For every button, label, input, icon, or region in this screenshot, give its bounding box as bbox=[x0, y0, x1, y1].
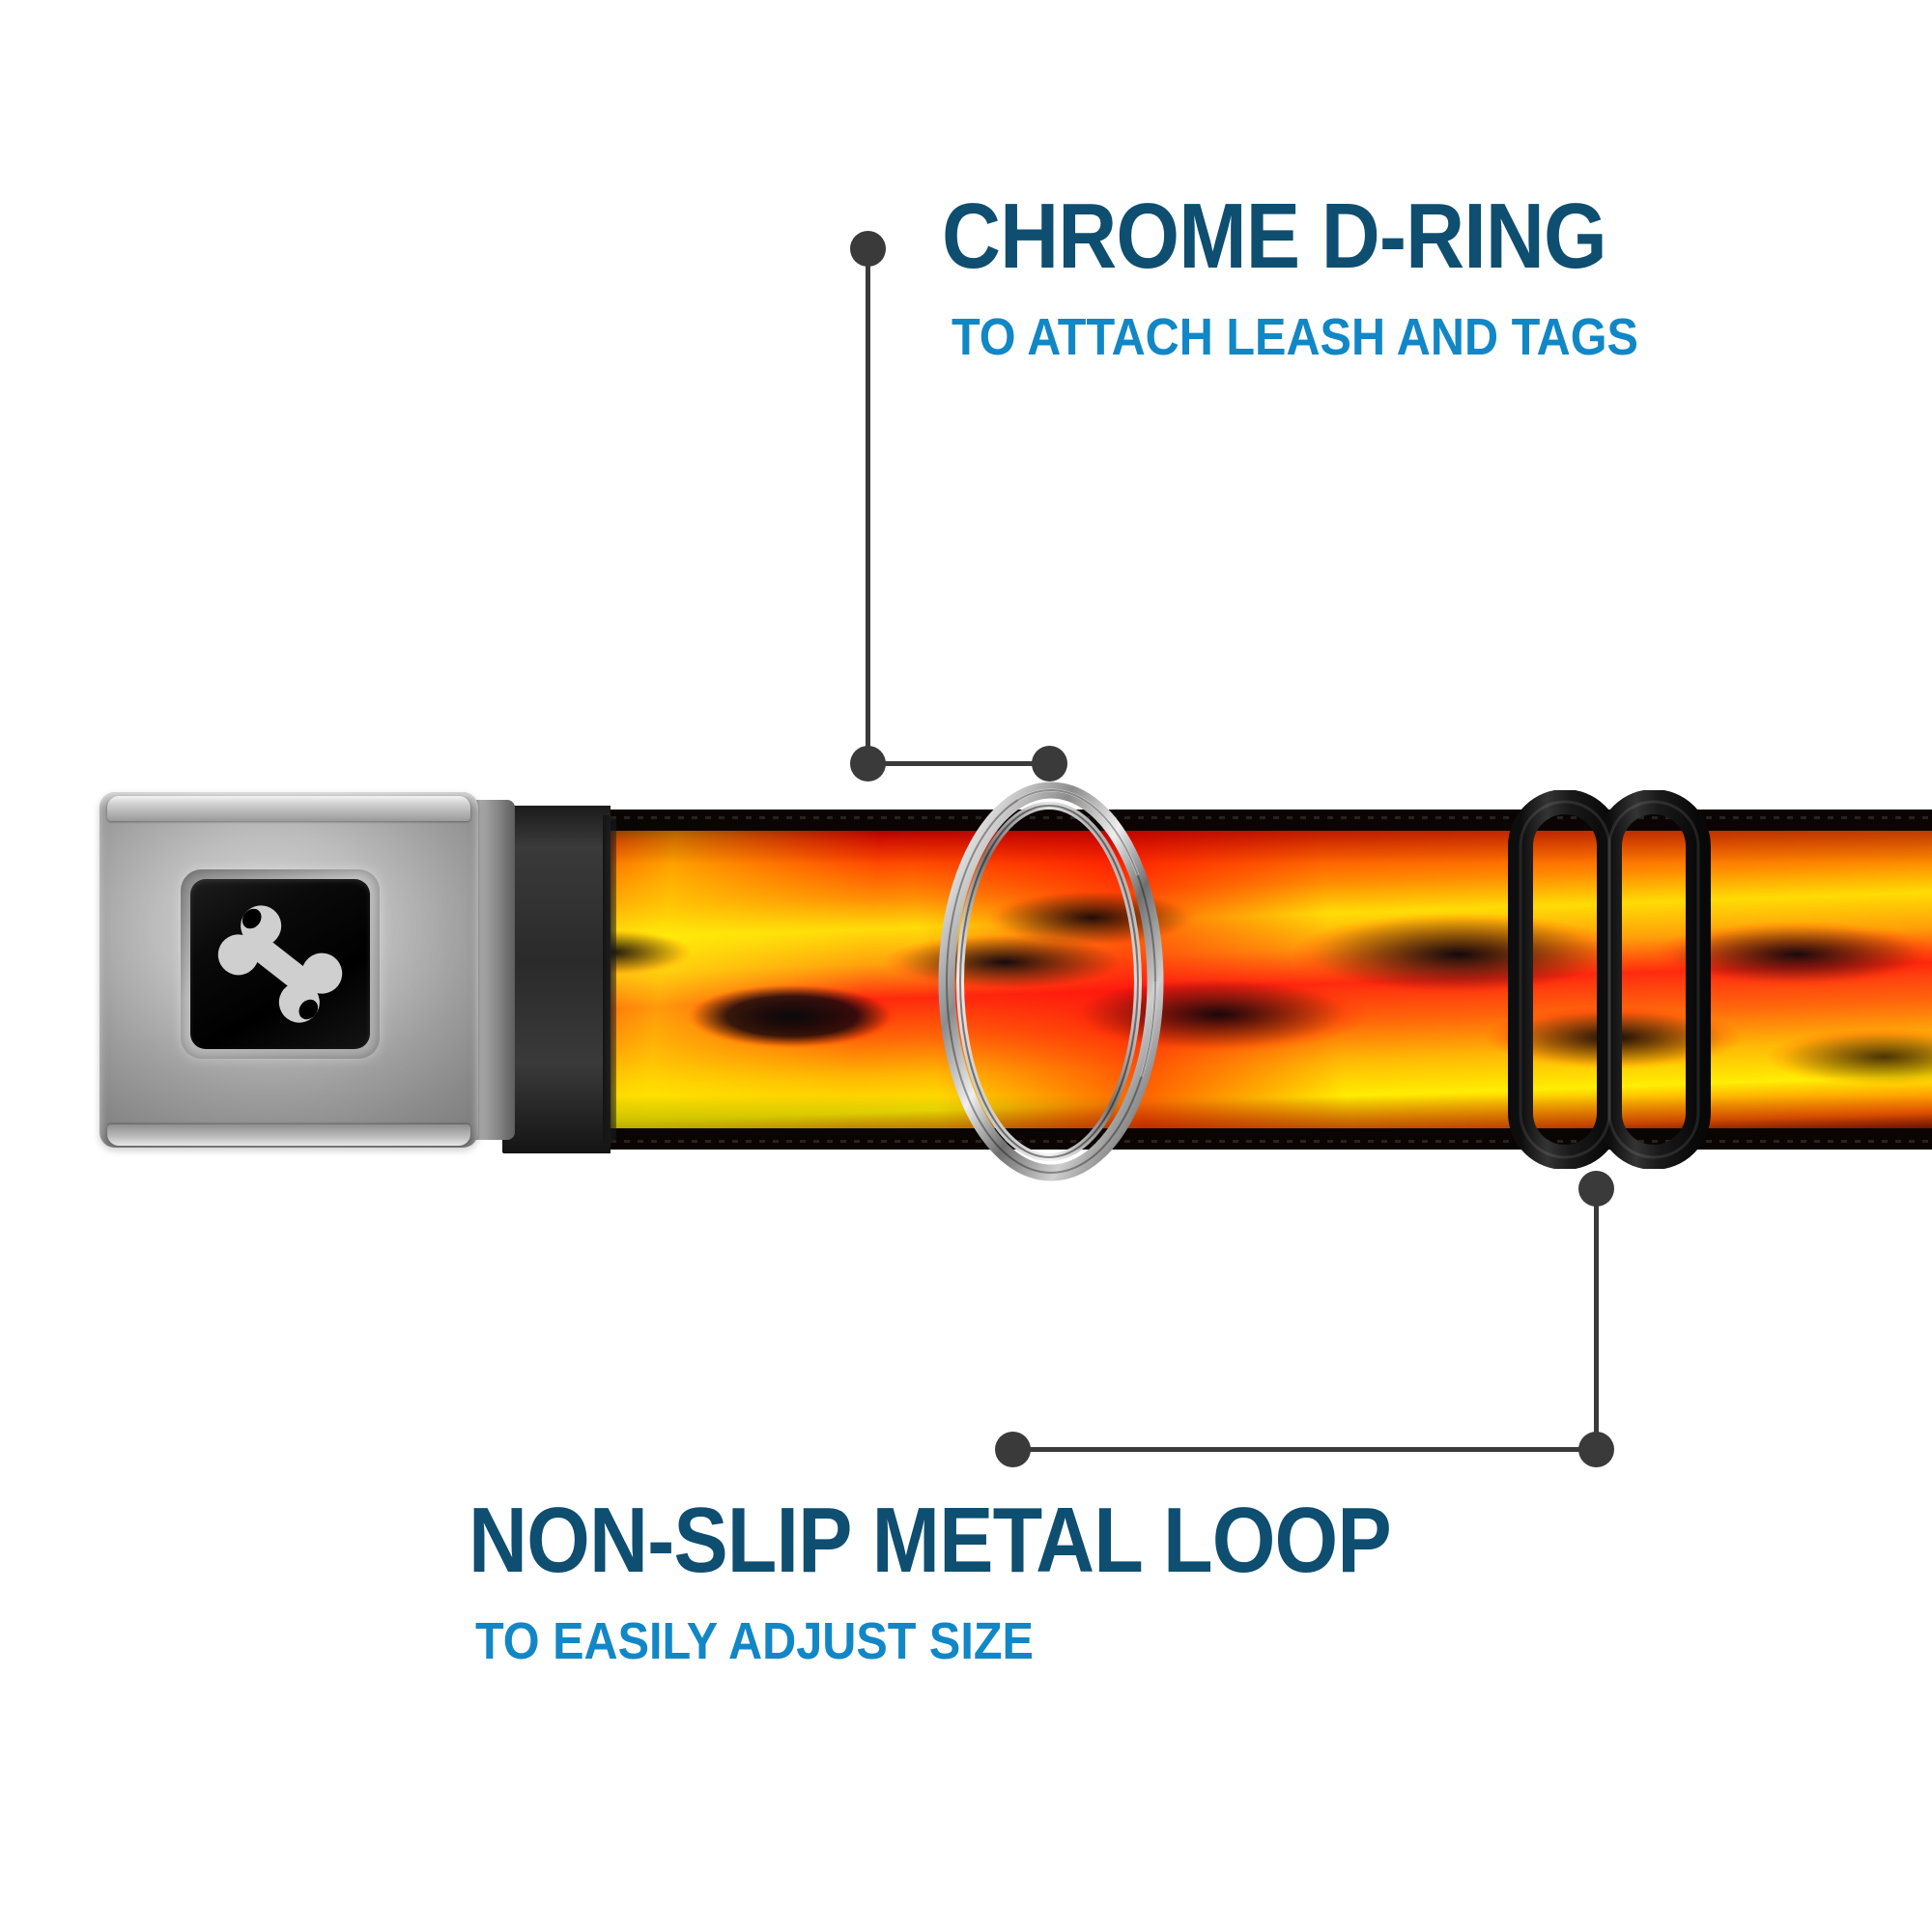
collar-webbing-black bbox=[502, 806, 616, 1153]
leader-line-loop-horizontal bbox=[1012, 1447, 1596, 1452]
strap-shading bbox=[502, 810, 1932, 1150]
buckle-release-plate[interactable] bbox=[190, 879, 370, 1049]
buckle-bottom-lip bbox=[107, 1124, 470, 1146]
collar-strap-flame-print bbox=[502, 810, 1932, 1150]
strap-stitch-bottom bbox=[502, 1140, 1932, 1143]
leader-line-dring-vertical bbox=[866, 263, 870, 766]
buckle-notch-top bbox=[457, 825, 478, 854]
strap-edge-top bbox=[502, 810, 1932, 831]
buckle-hinge-tab bbox=[457, 800, 515, 1140]
non-slip-metal-loop bbox=[1507, 789, 1712, 1170]
strap-edge-bottom bbox=[502, 1128, 1932, 1150]
buckle-chrome-body bbox=[99, 792, 478, 1148]
chrome-d-ring bbox=[935, 779, 1167, 1184]
leader-dot-dring-target bbox=[1032, 746, 1067, 781]
callout-subtitle-non-slip-metal-loop: TO EASILY ADJUST SIZE bbox=[475, 1612, 1034, 1670]
metal-loop-icon bbox=[1508, 789, 1711, 1170]
leader-line-dring-horizontal bbox=[867, 761, 1049, 766]
buckle-inner-bevel bbox=[181, 869, 380, 1059]
callout-subtitle-chrome-d-ring: TO ATTACH LEASH AND TAGS bbox=[952, 308, 1638, 366]
buckle-top-lip bbox=[107, 796, 470, 821]
callout-title-chrome-d-ring: CHROME D-RING bbox=[942, 185, 1607, 288]
leader-dot-loop-end bbox=[995, 1432, 1031, 1467]
leader-dot-dring-top bbox=[850, 231, 886, 267]
leader-dot-loop-target bbox=[1578, 1171, 1614, 1207]
callout-title-non-slip-metal-loop: NON-SLIP METAL LOOP bbox=[469, 1489, 1392, 1592]
flame-pattern bbox=[502, 810, 1932, 1150]
leader-line-loop-vertical bbox=[1594, 1203, 1599, 1449]
seatbelt-buckle bbox=[99, 779, 515, 1163]
dog-bone-icon bbox=[217, 905, 343, 1023]
buckle-notch-bottom bbox=[457, 1086, 478, 1115]
strap-stitch-top bbox=[502, 816, 1932, 819]
chrome-d-ring-icon bbox=[938, 781, 1164, 1181]
